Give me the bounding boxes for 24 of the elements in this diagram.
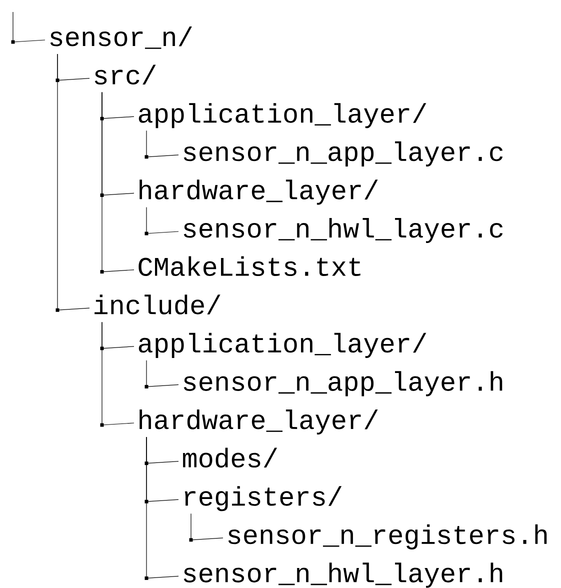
tree-connector	[144, 436, 179, 580]
tree-entry: application_layer/	[138, 103, 426, 128]
tree-entry: sensor_n_registers.h	[228, 524, 547, 550]
tree-entry: src/	[94, 64, 156, 85]
tree-entry: hardware_layer/	[140, 180, 378, 205]
tree-entry: hardware_layer/	[140, 409, 378, 435]
tree-connector	[100, 92, 134, 274]
tree-connector	[144, 206, 179, 236]
tree-entry: modes/	[183, 448, 278, 468]
tree-connector	[189, 513, 224, 542]
tree-entry: registers/	[184, 486, 342, 512]
tree-connector	[144, 360, 179, 388]
tree-connector	[144, 130, 179, 159]
tree-connector	[100, 322, 134, 427]
tree-connector	[11, 12, 46, 44]
tree-entry: sensor_n_app_layer.c	[184, 141, 503, 166]
tree-entry: include/	[94, 294, 220, 314]
tree-entry: sensor_n_hwl_layer.h	[184, 562, 502, 588]
tree-entry: sensor_n_hwl_layer.c	[184, 218, 503, 244]
tree-entry: sensor_n_app_layer.h	[184, 371, 502, 396]
tree-entry: sensor_n/	[50, 26, 192, 49]
tree-entry: application_layer/	[138, 332, 426, 358]
tree-entry: CMakeLists.txt	[138, 256, 360, 276]
tree-connector	[56, 54, 90, 312]
